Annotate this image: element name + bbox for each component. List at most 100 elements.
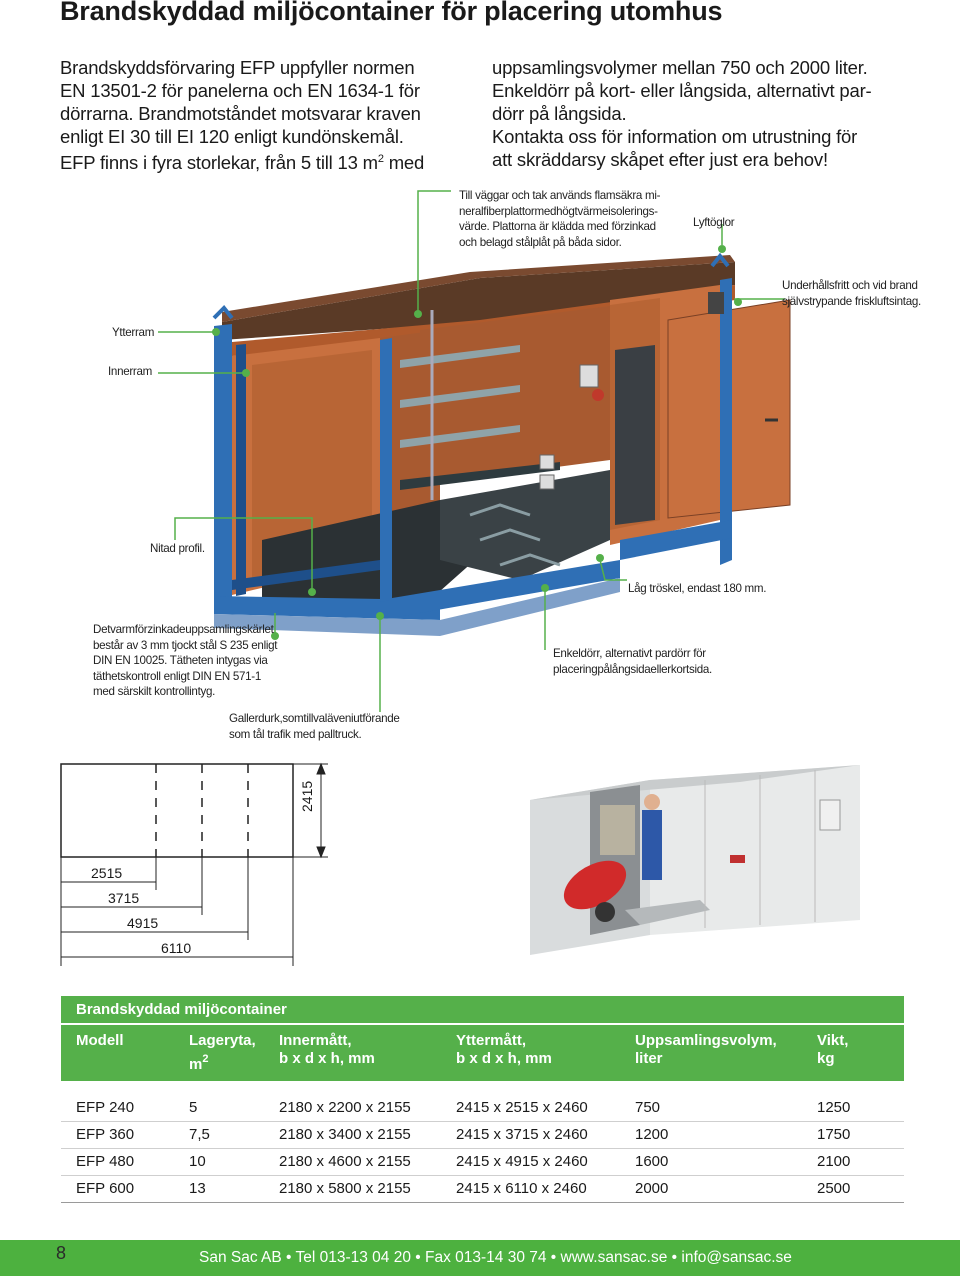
page-title: Brandskyddad miljöcontainer för placerin… bbox=[60, 0, 723, 26]
cell-volume: 1600 bbox=[635, 1153, 669, 1170]
cell-inner: 2180 x 5800 x 2155 bbox=[279, 1180, 411, 1197]
cell-outer: 2415 x 3715 x 2460 bbox=[456, 1126, 588, 1143]
cell-weight: 1750 bbox=[817, 1126, 851, 1143]
socket-icon bbox=[539, 454, 555, 470]
intro-line: EN 13501-2 för panelerna och EN 1634-1 f… bbox=[60, 80, 420, 101]
control-box-icon bbox=[819, 799, 841, 831]
dimension-height-label: 2415 bbox=[299, 780, 315, 812]
cell-volume: 1200 bbox=[635, 1126, 669, 1143]
intro-line: enligt EI 30 till EI 120 enligt kundönsk… bbox=[60, 126, 404, 147]
header-volume: Uppsamlingsvolym,liter bbox=[620, 1025, 802, 1081]
valve-icon bbox=[592, 389, 604, 401]
contact-info: San Sac AB • Tel 013-13 04 20 • Fax 013-… bbox=[199, 1249, 792, 1266]
cell-model: EFP 480 bbox=[76, 1153, 135, 1170]
callout-line: neralfiberplattormedhögtvärmeisolerings- bbox=[459, 204, 658, 218]
red-barrel bbox=[563, 860, 627, 910]
table-header-row: Modell Lageryta,m2 Innermått,b x d x h, … bbox=[61, 1025, 904, 1081]
callout-vent: Underhållsfritt och vid brand självstryp… bbox=[782, 278, 952, 309]
header-label: b x d x h, mm bbox=[456, 1050, 552, 1067]
header-area: Lageryta,m2 bbox=[174, 1025, 264, 1081]
label-icon bbox=[730, 855, 745, 863]
callout-grating: Gallerdurk,somtillvaläveniutförande som … bbox=[229, 711, 429, 742]
header-label: Innermått, bbox=[279, 1032, 352, 1049]
cell-outer: 2415 x 2515 x 2460 bbox=[456, 1099, 588, 1116]
header-inner: Innermått,b x d x h, mm bbox=[264, 1025, 441, 1081]
callout-line: Underhållsfritt och vid brand bbox=[782, 279, 918, 292]
sump-base bbox=[214, 578, 620, 636]
intro-line: uppsamlingsvolymer mellan 750 och 2000 l… bbox=[492, 57, 868, 78]
table-spacer bbox=[61, 1081, 904, 1095]
door-opening bbox=[615, 345, 655, 525]
cell-outer: 2415 x 4915 x 2460 bbox=[456, 1153, 588, 1170]
intro-line: dörrarna. Brandmotståndet motsvarar krav… bbox=[60, 103, 421, 124]
cell-weight: 2100 bbox=[817, 1153, 851, 1170]
lift-eye-icon bbox=[212, 252, 730, 320]
callout-sump: Detvarmförzinkadeuppsamlingskärlet bestå… bbox=[93, 622, 293, 700]
callout-line: värde. Plattorna är klädda med förzinkad bbox=[459, 220, 656, 234]
cell-weight: 2500 bbox=[817, 1180, 851, 1197]
cell-weight: 1250 bbox=[817, 1099, 851, 1116]
cell-area: 13 bbox=[189, 1180, 206, 1197]
cell-volume: 750 bbox=[635, 1099, 661, 1116]
socket-icon bbox=[539, 474, 555, 490]
header-weight: Vikt,kg bbox=[802, 1025, 904, 1081]
dimension-drawing bbox=[60, 762, 328, 966]
cell-model: EFP 360 bbox=[76, 1126, 135, 1143]
dimension-lines bbox=[60, 762, 328, 966]
intro-line: Enkeldörr på kort- eller långsida, alter… bbox=[492, 80, 872, 101]
cell-outer: 2415 x 6110 x 2460 bbox=[456, 1180, 587, 1197]
header-label: kg bbox=[817, 1050, 835, 1067]
cell-model: EFP 600 bbox=[76, 1180, 135, 1197]
intro-text: EFP finns i fyra storlekar, från 5 till … bbox=[60, 152, 378, 173]
riveted-profile bbox=[469, 503, 561, 567]
cell-inner: 2180 x 3400 x 2155 bbox=[279, 1126, 411, 1143]
callout-inner-frame: Innerram bbox=[108, 365, 152, 378]
outer-frame bbox=[214, 278, 732, 620]
cell-inner: 2180 x 2200 x 2155 bbox=[279, 1099, 411, 1116]
sump-floor bbox=[440, 470, 610, 580]
header-label: Lageryta, bbox=[189, 1032, 256, 1049]
callout-outer-frame: Ytterram bbox=[112, 326, 155, 339]
header-label: Vikt, bbox=[817, 1032, 849, 1049]
callout-line: består av 3 mm tjockt stål S 235 enligt bbox=[93, 638, 278, 652]
back-wall bbox=[420, 306, 610, 485]
shelves bbox=[400, 310, 560, 500]
dimension-width-label: 6110 bbox=[161, 940, 192, 956]
callout-line: och belagd stålplåt på båda sidor. bbox=[459, 235, 622, 249]
callout-line: självstrypande friskluftsintag. bbox=[782, 294, 921, 308]
callout-threshold: Låg tröskel, endast 180 mm. bbox=[628, 582, 767, 595]
intro-line: dörr på långsida. bbox=[492, 103, 627, 124]
intro-line: EFP finns i fyra storlekar, från 5 till … bbox=[60, 148, 480, 174]
callout-line: Detvarmförzinkadeuppsamlingskärlet bbox=[93, 623, 274, 636]
intro-text: med bbox=[383, 152, 425, 173]
cell-area: 10 bbox=[189, 1153, 206, 1170]
table-row: EFP 360 7,5 2180 x 3400 x 2155 2415 x 37… bbox=[61, 1122, 904, 1149]
intro-line: att skräddarsy skåpet efter just era beh… bbox=[492, 149, 828, 170]
page-footer: 8 San Sac AB • Tel 013-13 04 20 • Fax 01… bbox=[0, 1240, 960, 1276]
switch-box-icon bbox=[579, 364, 599, 388]
worker-figure bbox=[642, 810, 662, 880]
cell-area: 7,5 bbox=[189, 1126, 210, 1143]
worker-head bbox=[644, 794, 660, 810]
header-label: b x d x h, mm bbox=[279, 1050, 375, 1067]
callout-riveted-profile: Nitad profil. bbox=[150, 542, 205, 555]
header-label: m bbox=[189, 1056, 203, 1073]
table-row: EFP 240 5 2180 x 2200 x 2155 2415 x 2515… bbox=[61, 1095, 904, 1122]
roof-top bbox=[222, 262, 735, 340]
header-label: m2 bbox=[189, 1050, 264, 1074]
header-label: Uppsamlingsvolym, bbox=[635, 1032, 777, 1049]
header-label: liter bbox=[635, 1050, 663, 1067]
container-illustration bbox=[158, 190, 791, 712]
dimension-width-label: 2515 bbox=[91, 865, 123, 881]
table-row: EFP 600 13 2180 x 5800 x 2155 2415 x 611… bbox=[61, 1176, 904, 1203]
container-front-wall bbox=[650, 765, 860, 935]
container-outline bbox=[60, 763, 294, 858]
intro-left-column: Brandskyddsförvaring EFP uppfyller norme… bbox=[60, 56, 480, 174]
table-title: Brandskyddad miljöcontainer bbox=[61, 996, 904, 1025]
superscript: 2 bbox=[202, 1053, 209, 1065]
callout-line: täthetskontroll enligt DIN EN 571-1 bbox=[93, 669, 262, 683]
inner-frame bbox=[232, 344, 380, 596]
callout-door: Enkeldörr, alternativt pardörr för place… bbox=[553, 646, 743, 677]
product-table: Brandskyddad miljöcontainer Modell Lager… bbox=[61, 996, 904, 1203]
callout-line: Enkeldörr, alternativt pardörr för bbox=[553, 647, 706, 660]
